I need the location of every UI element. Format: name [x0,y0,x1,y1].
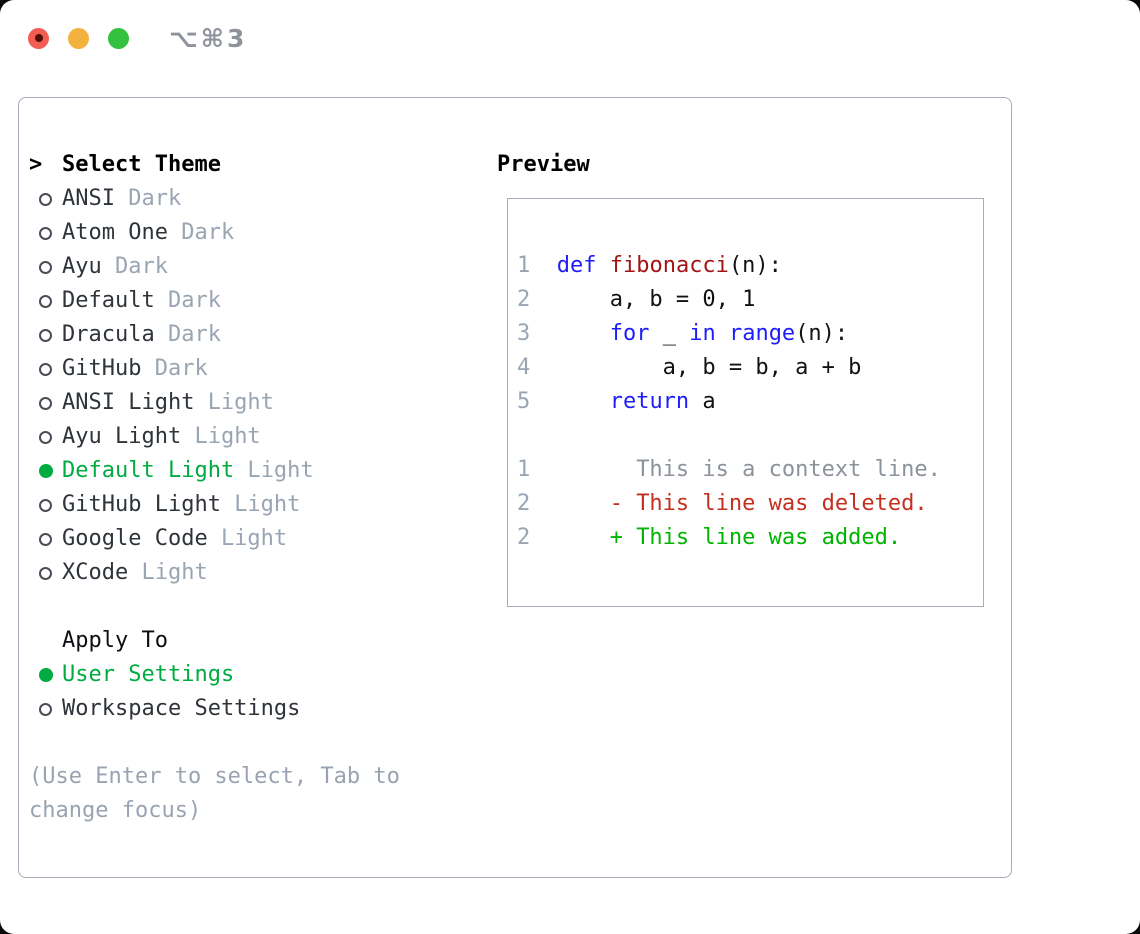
theme-option[interactable]: Default Dark [29,284,479,318]
radio-unselected-icon [39,226,52,240]
theme-option[interactable]: Ayu Dark [29,250,479,284]
apply-to-title: Apply To [62,628,168,653]
theme-option[interactable]: Ayu Light Light [29,420,479,454]
code-line: 1 This is a context line. [517,453,977,487]
option-label: User Settings [62,662,235,687]
theme-option[interactable]: Atom One Dark [29,216,479,250]
spacer-row [29,726,479,760]
option-label: XCode [62,560,129,585]
theme-option[interactable]: GitHub Light Light [29,488,479,522]
close-button[interactable] [28,27,49,49]
theme-variant-tag: Dark [154,356,208,381]
option-label: GitHub Light [62,492,221,517]
option-label: Dracula [62,322,155,347]
line-number: 1 [517,253,531,278]
radio-unselected-icon [39,328,52,342]
theme-option[interactable]: ANSI Light Light [29,386,479,420]
code-line: 2 a, b = 0, 1 [517,283,977,317]
theme-variant-tag: Light [234,492,301,517]
option-label: Google Code [62,526,208,551]
option-label: GitHub [62,356,142,381]
apply-to-header: Apply To [29,624,479,658]
zoom-button[interactable] [108,27,129,49]
line-number: 2 [517,491,531,516]
traffic-lights [28,27,129,49]
option-label: Atom One [62,220,168,245]
radio-unselected-icon [39,362,52,376]
theme-variant-tag: Dark [181,220,235,245]
line-number: 5 [517,389,531,414]
option-label: Ayu Light [62,424,182,449]
code-line: 2 - This line was deleted. [517,487,977,521]
line-number: 3 [517,321,531,346]
preview-title: Preview [497,152,590,177]
line-number: 2 [517,287,531,312]
radio-selected-icon [38,464,53,478]
radio-unselected-icon [39,702,52,716]
line-number: 4 [517,355,531,380]
radio-unselected-icon [39,498,52,512]
line-number: 2 [517,525,531,550]
theme-option[interactable]: ANSI Dark [29,182,479,216]
window-shortcut-label: ⌥⌘3 [169,23,248,53]
theme-variant-tag: Light [194,424,261,449]
spacer-row [29,590,479,624]
theme-variant-tag: Light [220,526,288,551]
theme-variant-tag: Dark [167,288,221,313]
radio-selected-icon [38,668,53,682]
theme-variant-tag: Light [247,458,314,483]
theme-variant-tag: Dark [167,322,221,347]
theme-variant-tag: Light [141,560,208,585]
theme-variant-tag: Dark [128,186,182,211]
option-label: Default Light [62,458,235,483]
keyboard-hint: (Use Enter to select, Tab to change focu… [29,764,400,823]
prompt-caret-icon: > [29,152,43,177]
theme-option[interactable]: Default Light Light [29,454,479,488]
code-line: 2 + This line was added. [517,521,977,555]
minimize-button[interactable] [68,27,89,49]
radio-unselected-icon [39,396,52,410]
apply-option[interactable]: Workspace Settings [29,692,479,726]
radio-unselected-icon [39,430,52,444]
theme-option[interactable]: GitHub Dark [29,352,479,386]
radio-unselected-icon [39,566,52,580]
code-line: 5 return a [517,385,977,419]
option-label: Ayu [62,254,102,279]
select-theme-header: > Select Theme [29,148,479,182]
theme-option[interactable]: Dracula Dark [29,318,479,352]
theme-option[interactable]: XCode Light [29,556,479,590]
radio-unselected-icon [39,192,52,206]
option-label: ANSI Light [62,390,195,415]
select-theme-title: Select Theme [62,152,221,177]
option-label: Default [62,288,155,313]
radio-unselected-icon [39,532,52,546]
option-label: Workspace Settings [62,696,301,721]
code-line [517,419,977,453]
radio-unselected-icon [39,294,52,308]
code-line: 4 a, b = b, a + b [517,351,977,385]
theme-option[interactable]: Google Code Light [29,522,479,556]
option-label: ANSI [62,186,115,211]
theme-variant-tag: Dark [114,254,168,279]
code-line: 3 for _ in range(n): [517,317,977,351]
theme-variant-tag: Light [207,390,274,415]
radio-unselected-icon [39,260,52,274]
apply-option[interactable]: User Settings [29,658,479,692]
line-number: 1 [517,457,531,482]
unsaved-changes-dot [34,34,43,42]
titlebar: ⌥⌘3 [0,0,1140,76]
